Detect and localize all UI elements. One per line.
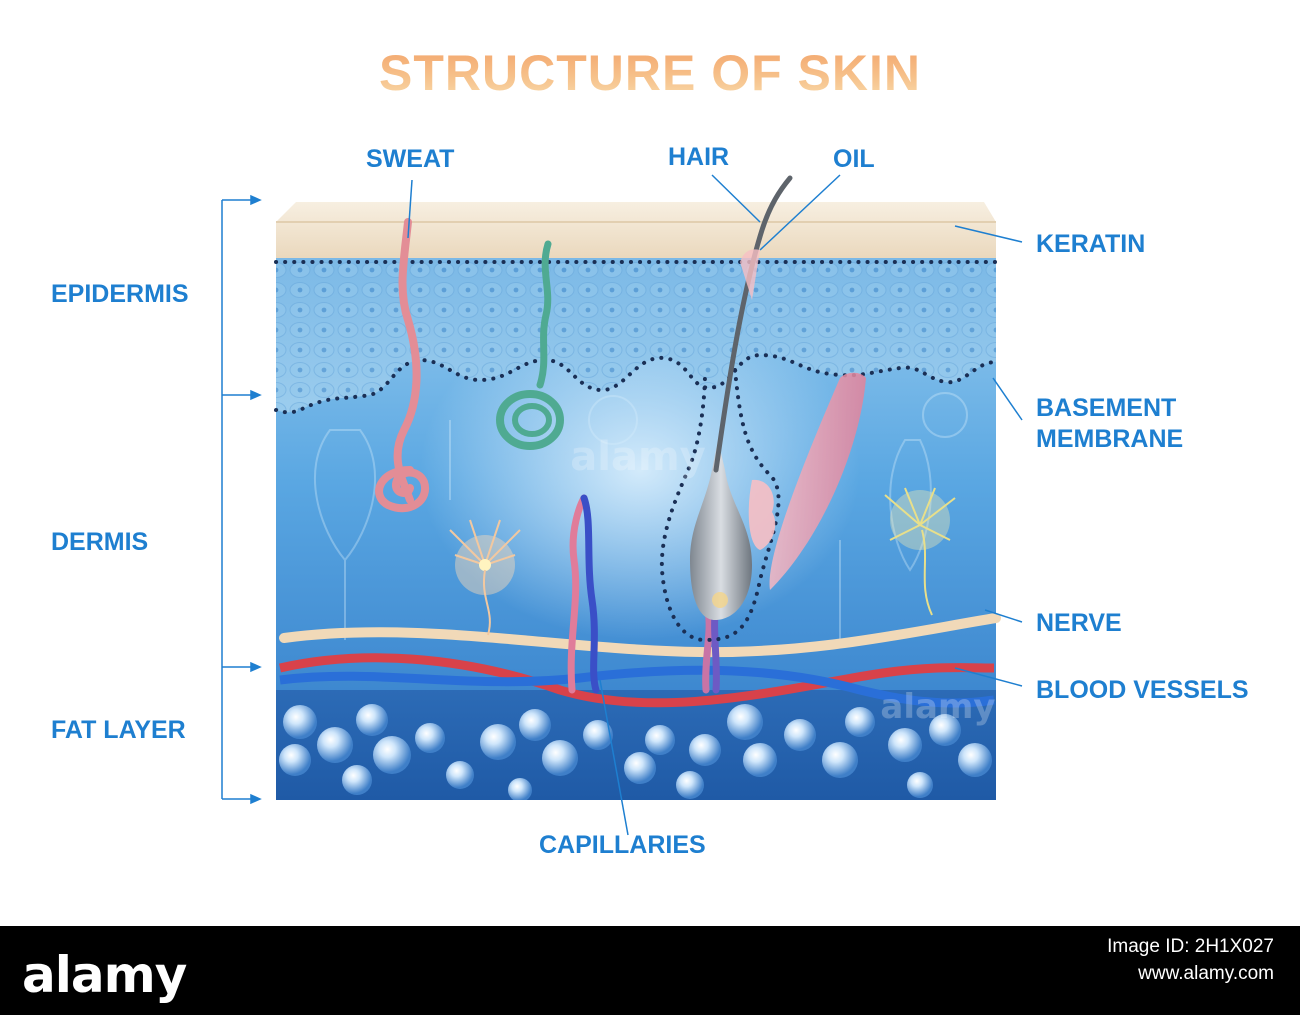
label-fat-layer: FAT LAYER	[51, 715, 186, 746]
site-url-link[interactable]: www.alamy.com	[1107, 961, 1274, 988]
label-sweat: SWEAT	[366, 144, 454, 175]
footer-bar	[0, 926, 1300, 1015]
footer-image-meta: Image ID: 2H1X027 www.alamy.com	[1107, 934, 1274, 987]
label-oil: OIL	[833, 144, 875, 175]
label-dermis: DERMIS	[51, 527, 148, 558]
image-id-text: Image ID: 2H1X027	[1107, 934, 1274, 961]
watermark-center: alamy	[570, 434, 705, 480]
label-hair: HAIR	[668, 142, 729, 173]
label-epidermis: EPIDERMIS	[51, 279, 189, 310]
watermark-right: alamy	[880, 687, 995, 727]
skin-block: alamy alamy	[276, 178, 996, 802]
label-capillaries: CAPILLARIES	[539, 830, 706, 861]
label-keratin: KERATIN	[1036, 229, 1145, 260]
footer-brand-logo[interactable]: alamy	[22, 946, 186, 1004]
skin-cross-section: alamy alamy	[0, 0, 1300, 926]
label-nerve: NERVE	[1036, 608, 1122, 639]
label-basement-membrane: BASEMENT MEMBRANE	[1036, 393, 1183, 456]
keratin-layer	[276, 202, 996, 258]
label-blood-vessels: BLOOD VESSELS	[1036, 675, 1249, 706]
layer-bracket	[222, 196, 260, 803]
